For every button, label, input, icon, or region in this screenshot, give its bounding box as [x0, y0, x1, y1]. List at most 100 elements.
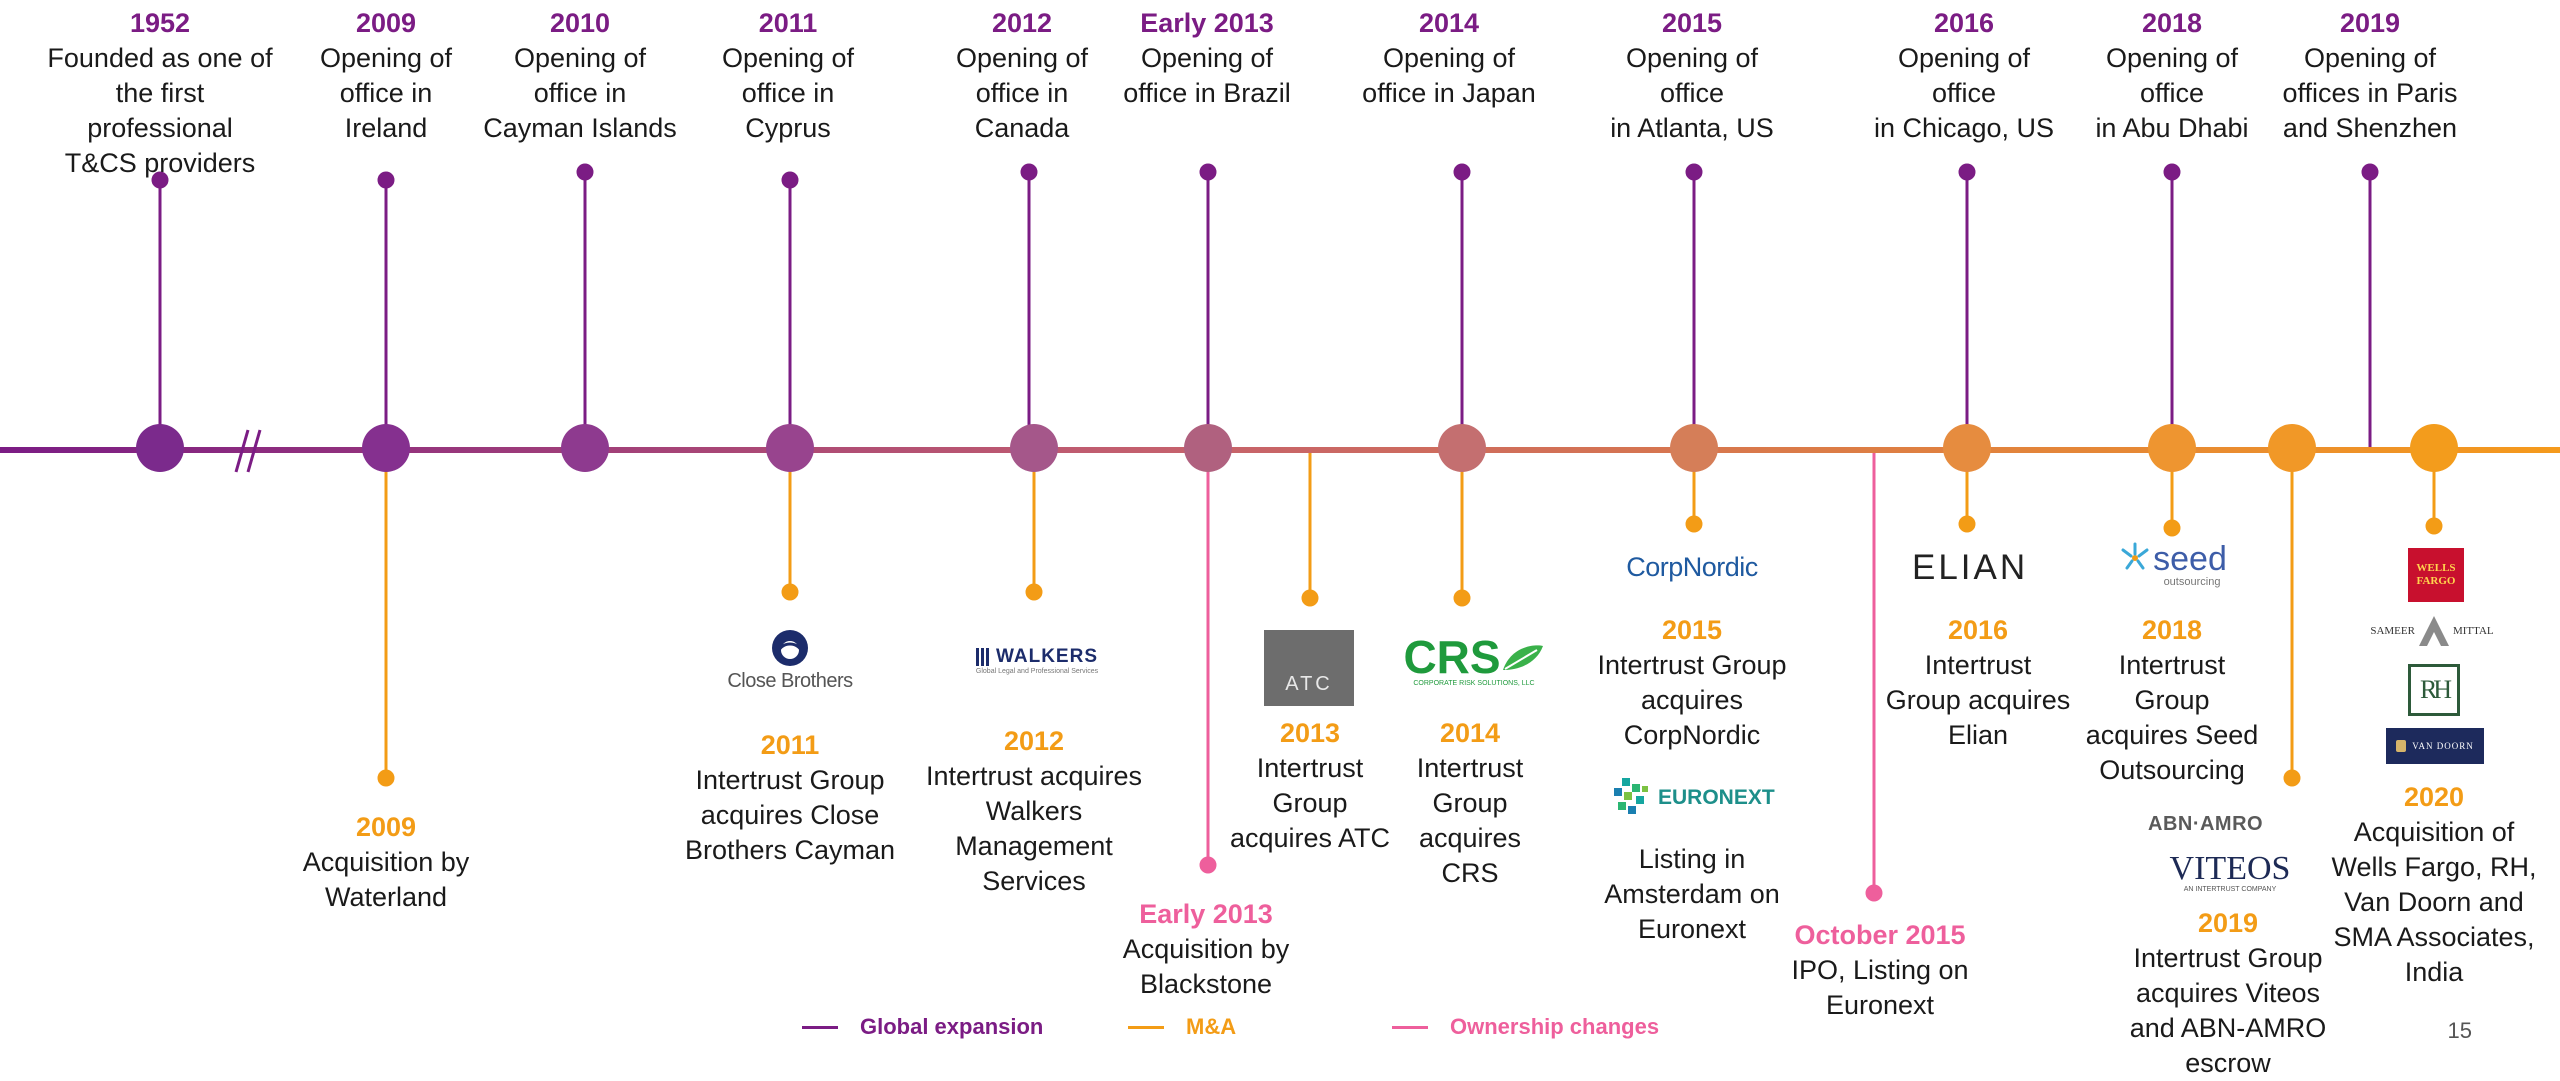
ownership-event-october-2015: October 2015 IPO, Listing on Euronext — [1760, 918, 2000, 1023]
elian-wordmark: ELIAN — [1912, 548, 2029, 587]
event-description: Intertrust Group acquires CorpNordic — [1597, 650, 1787, 750]
rh-logo: RH — [2408, 664, 2460, 716]
global-event-1952: 1952 Founded as one of the first profess… — [40, 6, 280, 181]
legend-label: Ownership changes — [1450, 1014, 1660, 1039]
euronext-wordmark: EURONEXT — [1658, 786, 1775, 809]
close-brothers-wordmark: Close Brothers — [727, 670, 853, 692]
walkers-bars-icon — [976, 648, 990, 666]
crs-wordmark: CRS — [1403, 631, 1501, 683]
event-year: 2012 — [1003, 726, 1065, 756]
event-description: Intertrust Group acquires CRS — [1416, 753, 1524, 888]
event-description: Intertrust Group acquires ATC — [1229, 753, 1391, 853]
event-description: Opening of office in Abu Dhabi — [2095, 43, 2249, 143]
timeline-node-2010 — [561, 424, 609, 472]
timeline-node-2014 — [1438, 424, 1486, 472]
event-description: Intertrust Group acquires Elian — [1885, 650, 2071, 750]
event-description: Opening of offices in Paris and Shenzhen — [2282, 43, 2458, 143]
sameer-mittal-logo: SAMEER MITTAL — [2352, 614, 2512, 648]
event-year: 2015 — [1661, 615, 1723, 645]
timeline-nodes — [136, 424, 2458, 472]
seed-star-icon — [2121, 542, 2149, 570]
event-year: Early 2013 — [1140, 8, 1274, 38]
event-description: Founded as one of the first professional… — [47, 43, 273, 178]
mna-event-2012: 2012 Intertrust acquires Walkers Managem… — [914, 724, 1154, 899]
elian-logo: ELIAN — [1912, 548, 2029, 588]
event-year: 2018 — [2141, 8, 2203, 38]
event-year: 2020 — [2403, 782, 2465, 812]
event-description: IPO, Listing on Euronext — [1791, 955, 1969, 1020]
seed-logo: seed outsourcing — [2112, 540, 2232, 588]
global-event-early-2013: Early 2013 Opening of office in Brazil — [1087, 6, 1327, 111]
event-description: Intertrust acquires Walkers Management S… — [925, 761, 1143, 896]
event-year: Early 2013 — [1139, 899, 1273, 929]
timeline-node-2019 — [2268, 424, 2316, 472]
mna-event-2019: 2019 Intertrust Group acquires Viteos an… — [2108, 906, 2348, 1081]
walkers-logo: WALKERS Global Legal and Professional Se… — [962, 646, 1112, 675]
event-description: Intertrust Group acquires Viteos and ABN… — [2129, 943, 2327, 1078]
mna-event-2011: 2011 Intertrust Group acquires Close Bro… — [670, 728, 910, 868]
timeline-node-2011 — [766, 424, 814, 472]
event-year: 2010 — [549, 8, 611, 38]
event-description: Intertrust Group acquires Close Brothers… — [684, 765, 896, 865]
rh-wordmark: RH — [2419, 675, 2452, 704]
event-year: 2009 — [355, 8, 417, 38]
event-year: 2018 — [2141, 615, 2203, 645]
crs-logo: CRS CORPORATE RISK SOLUTIONS, LLC — [1396, 634, 1552, 687]
abn-amro-logo: ABN·AMRO — [2142, 808, 2263, 840]
event-year: 2015 — [1661, 8, 1723, 38]
seed-subtitle: outsourcing — [2163, 576, 2221, 588]
global-expansion-stems — [151, 163, 2379, 447]
global-event-2014: 2014 Opening of office in Japan — [1329, 6, 1569, 111]
event-year: 2016 — [1933, 8, 1995, 38]
walkers-wordmark: WALKERS — [996, 646, 1098, 667]
legend-ownership: Ownership changes — [1392, 1010, 1659, 1044]
corpnordic-wordmark: CorpNordic — [1626, 552, 1758, 582]
event-description: Intertrust Group acquires Seed Outsourci… — [2085, 650, 2259, 785]
wells-fargo-logo: WELLS FARGO — [2408, 548, 2464, 602]
legend-label: M&A — [1186, 1014, 1237, 1039]
close-brothers-emblem-icon — [772, 630, 808, 666]
event-description: Opening of office in Cayman Islands — [483, 43, 677, 143]
event-description: Opening of office in Chicago, US — [1873, 43, 2055, 143]
mna-event-2016: 2016 Intertrust Group acquires Elian — [1858, 613, 2098, 753]
legend-swatch — [1392, 1025, 1428, 1029]
event-description: Listing in Amsterdam on Euronext — [1604, 844, 1780, 944]
event-year: 1952 — [129, 8, 191, 38]
event-year: 2011 — [758, 8, 818, 38]
euronext-mosaic-icon — [1614, 778, 1648, 814]
legend-swatch — [802, 1025, 838, 1029]
event-year: 2014 — [1439, 718, 1501, 748]
ownership-event-2009: 2009 Acquisition by Waterland — [266, 810, 506, 915]
mna-event-2013: 2013 Intertrust Group acquires ATC — [1190, 716, 1430, 856]
euronext-logo: EURONEXT — [1612, 776, 1782, 820]
timeline-axis — [0, 447, 2560, 453]
event-year: 2011 — [760, 730, 820, 760]
event-year: 2009 — [355, 812, 417, 842]
mittal-wordmark: MITTAL — [2452, 625, 2494, 637]
legend-mna: M&A — [1128, 1010, 1236, 1044]
mna-event-2015: 2015 Intertrust Group acquires CorpNordi… — [1572, 613, 1812, 753]
mna-stems — [377, 453, 2443, 787]
event-year: 2014 — [1418, 8, 1480, 38]
timeline-node-2016 — [1943, 424, 1991, 472]
global-event-2018: 2018 Opening of office in Abu Dhabi — [2052, 6, 2292, 146]
event-description: Acquisition by Waterland — [302, 847, 470, 912]
event-description: Acquisition of Wells Fargo, RH, Van Door… — [2331, 817, 2537, 987]
van-doorn-logo: VAN DOORN — [2386, 728, 2484, 764]
leaf-icon — [1502, 645, 1543, 670]
event-year: October 2015 — [1794, 920, 1966, 950]
viteos-logo: VITEOS AN INTERTRUST COMPANY — [2150, 852, 2310, 894]
timeline-node-2009 — [362, 424, 410, 472]
mna-event-2020: 2020 Acquisition of Wells Fargo, RH, Van… — [2314, 780, 2554, 990]
wells-fargo-wordmark-line1: WELLS — [2416, 562, 2456, 574]
event-year: 2016 — [1947, 615, 2009, 645]
axis-break-mark — [234, 429, 262, 473]
timeline-node-1952 — [136, 424, 184, 472]
event-year: 2019 — [2197, 908, 2259, 938]
global-event-2012: 2012 Opening of office in Canada — [902, 6, 1142, 146]
van-doorn-crest-icon — [2396, 740, 2407, 752]
atc-logo: ATC — [1264, 630, 1354, 706]
event-year: 2012 — [991, 8, 1053, 38]
global-event-2010: 2010 Opening of office in Cayman Islands — [460, 6, 700, 146]
event-description: Acquisition by Blackstone — [1122, 934, 1290, 999]
